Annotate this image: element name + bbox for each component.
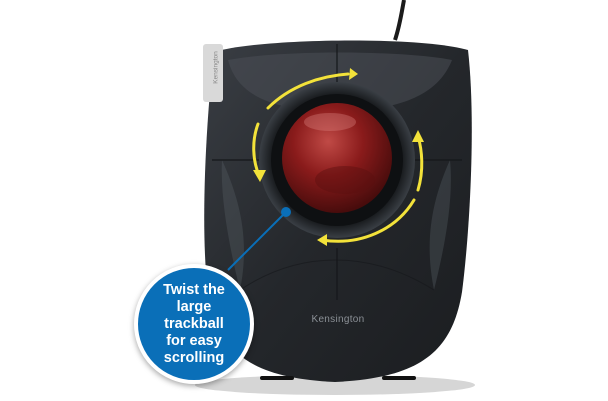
callout-pointer bbox=[227, 211, 287, 271]
arrow-heads bbox=[253, 68, 424, 246]
callout-line-1: Twist the bbox=[163, 281, 225, 298]
red-trackball bbox=[282, 103, 392, 213]
side-tag-label: Kensington bbox=[212, 51, 220, 84]
side-tag bbox=[203, 44, 223, 102]
brand-logo-text: Kensington bbox=[311, 314, 365, 325]
feature-callout-badge: Twist the large trackball for easy scrol… bbox=[134, 264, 254, 384]
callout-line-3: for easy bbox=[166, 332, 222, 349]
callout-line-4: scrolling bbox=[163, 349, 225, 366]
side-tag-label-wrap: Kensington bbox=[205, 44, 223, 100]
callout-dot bbox=[281, 207, 291, 217]
callout-line-2: large trackball bbox=[164, 298, 224, 332]
usb-cable bbox=[393, 0, 406, 41]
